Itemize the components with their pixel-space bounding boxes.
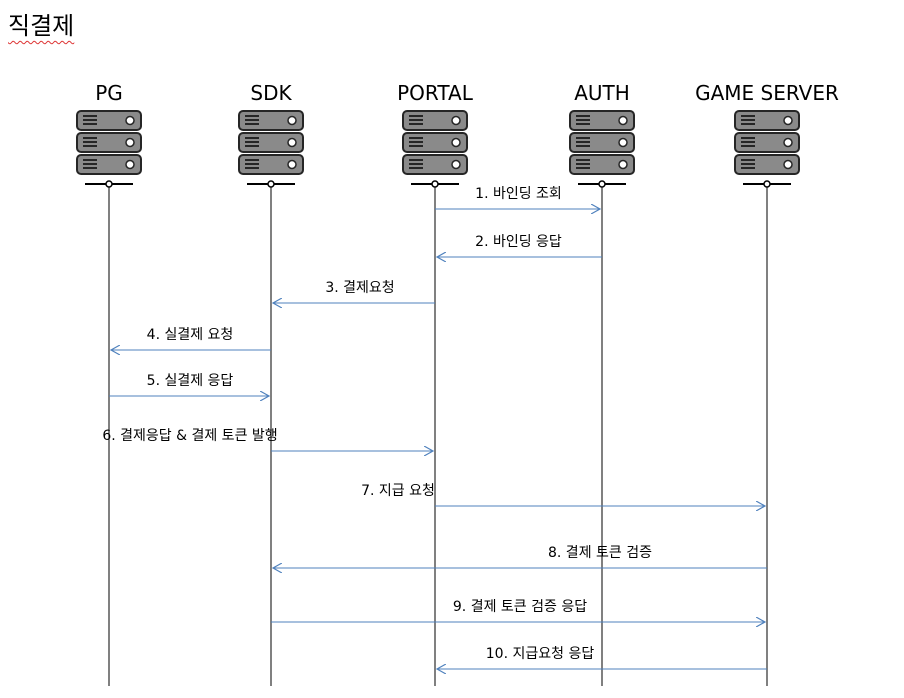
participant-label: SDK: [250, 81, 292, 105]
message-label: 2. 바인딩 응답: [475, 234, 562, 250]
message-label: 6. 결제응답 & 결제 토큰 발행: [102, 428, 277, 444]
server-icon: [238, 110, 304, 188]
message-1: 1. 바인딩 조회: [435, 186, 600, 209]
message-8: 8. 결제 토큰 검증: [273, 545, 767, 568]
message-label: 9. 결제 토큰 검증 응답: [453, 599, 587, 615]
server-icon: [734, 110, 800, 188]
participant-label: GAME SERVER: [695, 81, 839, 105]
message-7: 7. 지급 요청: [361, 483, 765, 506]
message-label: 1. 바인딩 조회: [475, 186, 562, 202]
participant-portal: PORTAL: [397, 81, 474, 686]
participant-pg: PG: [76, 81, 142, 686]
server-icon: [76, 110, 142, 188]
message-label: 10. 지급요청 응답: [486, 646, 595, 662]
page-title: 직결제: [8, 12, 75, 40]
participant-label: PORTAL: [397, 81, 474, 105]
message-2: 2. 바인딩 응답: [437, 234, 602, 257]
server-icon: [569, 110, 635, 188]
participant-sdk: SDK: [238, 81, 304, 686]
message-4: 4. 실결제 요청: [111, 327, 271, 350]
message-label: 8. 결제 토큰 검증: [548, 545, 652, 561]
message-10: 10. 지급요청 응답: [437, 646, 767, 669]
message-5: 5. 실결제 응답: [109, 373, 269, 396]
participant-game_server: GAME SERVER: [695, 81, 839, 686]
participant-auth: AUTH: [569, 81, 635, 686]
message-label: 3. 결제요청: [325, 280, 394, 296]
message-label: 5. 실결제 응답: [147, 373, 234, 389]
server-icon: [402, 110, 468, 188]
message-9: 9. 결제 토큰 검증 응답: [271, 599, 765, 622]
message-label: 4. 실결제 요청: [147, 327, 234, 343]
message-label: 7. 지급 요청: [361, 483, 435, 499]
participant-label: AUTH: [574, 81, 630, 105]
participant-label: PG: [95, 81, 123, 105]
message-6: 6. 결제응답 & 결제 토큰 발행: [102, 428, 433, 451]
message-3: 3. 결제요청: [273, 280, 435, 303]
